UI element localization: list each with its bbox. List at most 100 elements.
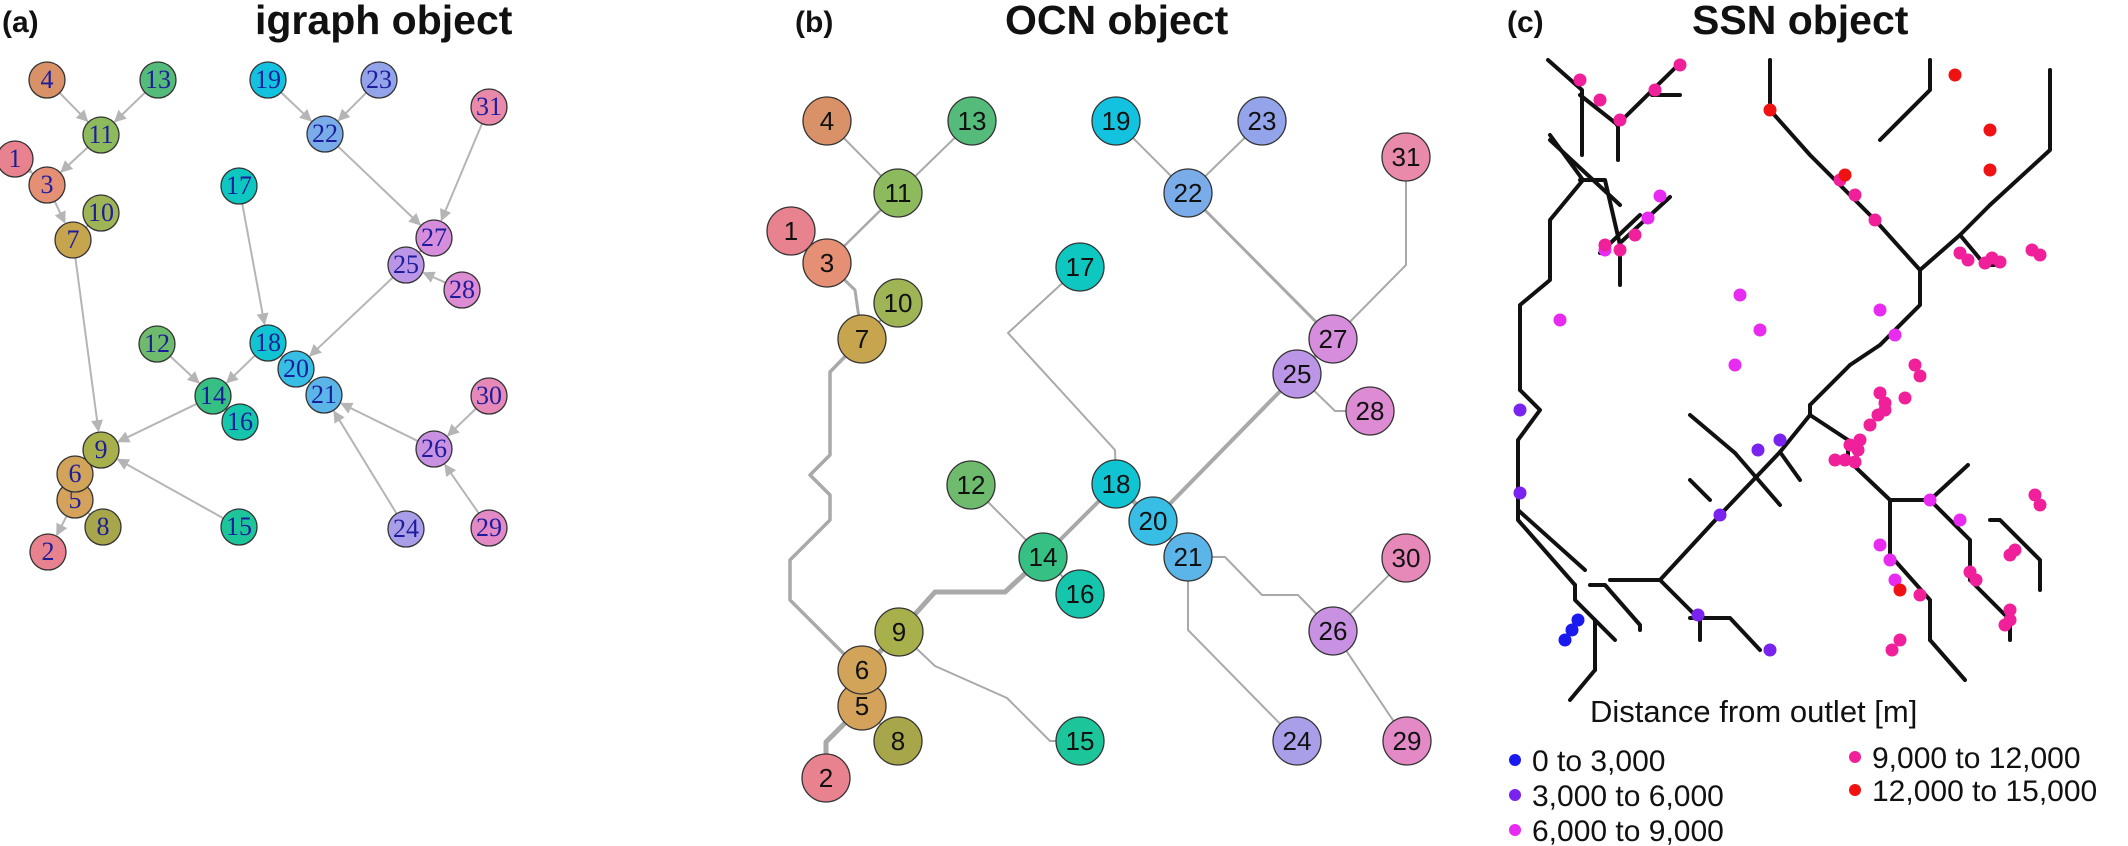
ssn-point	[1558, 633, 1572, 647]
igraph-node-circle	[28, 61, 66, 99]
legend-item-4: 12,000 to 15,000	[1849, 775, 2097, 808]
legend-label: 3,000 to 6,000	[1532, 780, 1724, 813]
ocn-node-label: 25	[1283, 359, 1312, 389]
igraph-node-circle	[29, 533, 67, 571]
ssn-point	[1993, 255, 2007, 269]
igraph-node-circle	[84, 508, 122, 546]
ssn-stream-segment	[1593, 618, 1617, 642]
igraph-node-circle	[82, 116, 120, 154]
ocn-node-circle	[1163, 168, 1213, 218]
ocn-node-circle	[1163, 532, 1213, 582]
igraph-node-27: 27	[415, 219, 453, 257]
panel-c-title: SSN object	[1692, 0, 1909, 43]
igraph-node-circle	[221, 403, 259, 441]
legend-dot	[1849, 784, 1861, 796]
ocn-node-13: 13	[947, 96, 997, 146]
ocn-node-label: 2	[819, 763, 833, 793]
legend-dot	[1509, 824, 1521, 836]
legend-label: 0 to 3,000	[1532, 745, 1665, 778]
ssn-point	[1923, 493, 1937, 507]
ocn-node-label: 10	[884, 288, 913, 318]
igraph-node-14: 14	[194, 377, 232, 415]
legend-item-2: 6,000 to 9,000	[1509, 815, 1724, 846]
ssn-stream-segment	[1878, 58, 1932, 142]
igraph-edge-14-to-9	[117, 402, 198, 443]
igraph-node-circle	[470, 88, 508, 126]
ssn-stream-segment	[1928, 463, 1970, 502]
panel-a-title: igraph object	[255, 0, 513, 43]
ocn-node-2: 2	[801, 753, 851, 803]
igraph-node-circle	[82, 194, 120, 232]
ocn-node-label: 3	[820, 248, 834, 278]
ocn-node-label: 14	[1029, 542, 1058, 572]
ocn-node-4: 4	[802, 96, 852, 146]
ssn-point	[1648, 83, 1662, 97]
ssn-stream-segment	[1928, 638, 1967, 682]
ssn-stream-segment	[1778, 413, 1812, 454]
igraph-node-label: 11	[88, 120, 113, 149]
igraph-node-circle	[249, 324, 287, 362]
ssn-stream-segment	[1516, 508, 1587, 572]
ocn-node-circle	[1055, 569, 1105, 619]
ocn-node-circle	[1272, 349, 1322, 399]
ocn-node-label: 12	[957, 470, 986, 500]
ssn-point	[1913, 369, 1927, 383]
igraph-node-label: 13	[145, 65, 171, 94]
ssn-stream-segment	[1768, 108, 1877, 222]
igraph-node-17: 17	[220, 167, 258, 205]
ssn-stream-lines	[1516, 58, 2052, 702]
ssn-point	[1893, 583, 1907, 597]
ocn-node-circle	[837, 314, 887, 364]
ocn-node-30: 30	[1381, 533, 1431, 583]
igraph-node-8: 8	[84, 508, 122, 546]
igraph-node-31: 31	[470, 88, 508, 126]
igraph-node-label: 1	[9, 144, 22, 173]
igraph-node-label: 19	[255, 65, 281, 94]
igraph-node-circle	[56, 455, 94, 493]
igraph-node-circle	[138, 325, 176, 363]
igraph-node-label: 2	[42, 537, 55, 566]
ocn-node-label: 4	[820, 106, 834, 136]
igraph-node-24: 24	[387, 510, 425, 548]
ocn-node-7: 7	[837, 314, 887, 364]
ssn-stream-segment	[1988, 518, 2042, 592]
igraph-node-7: 7	[54, 221, 92, 259]
igraph-node-circle	[387, 510, 425, 548]
panel-a-letter: (a)	[2, 6, 39, 39]
ssn-point	[1883, 553, 1897, 567]
panel-c-header: (c) SSN object	[1507, 0, 1909, 43]
ssn-point	[1853, 433, 1867, 447]
ocn-node-8: 8	[873, 716, 923, 766]
ocn-node-21: 21	[1163, 532, 1213, 582]
igraph-edge-7-to-9	[74, 257, 103, 433]
ssn-point	[1513, 403, 1527, 417]
ssn-point	[1851, 443, 1865, 457]
igraph-node-circle	[470, 509, 508, 547]
ssn-point	[1573, 73, 1587, 87]
igraph-edge-26-to-21	[340, 402, 419, 442]
igraph-edges	[19, 91, 483, 537]
ocn-path-14-9	[896, 554, 1046, 635]
igraph-node-label: 9	[95, 435, 108, 464]
igraph-node-label: 10	[88, 198, 114, 227]
ocn-node-10: 10	[873, 278, 923, 328]
ssn-point	[1571, 613, 1585, 627]
igraph-node-circle	[387, 246, 425, 284]
igraph-node-11: 11	[82, 116, 120, 154]
ocn-node-label: 21	[1174, 542, 1203, 572]
legend-dot	[1849, 751, 1861, 763]
ocn-node-label: 24	[1283, 726, 1312, 756]
igraph-node-label: 18	[255, 328, 281, 357]
legend-label: 9,000 to 12,000	[1872, 742, 2081, 775]
igraph-node-25: 25	[387, 246, 425, 284]
ocn-node-27: 27	[1308, 314, 1358, 364]
ssn-point	[1673, 58, 1687, 72]
ocn-node-label: 15	[1066, 726, 1095, 756]
ssn-point	[1838, 453, 1852, 467]
igraph-edge-25-to-20	[309, 276, 394, 357]
ssn-point	[1961, 253, 1975, 267]
igraph-node-label: 25	[393, 250, 419, 279]
igraph-node-6: 6	[56, 455, 94, 493]
ocn-network: 1234567891011121314151617181920212223242…	[766, 96, 1432, 803]
